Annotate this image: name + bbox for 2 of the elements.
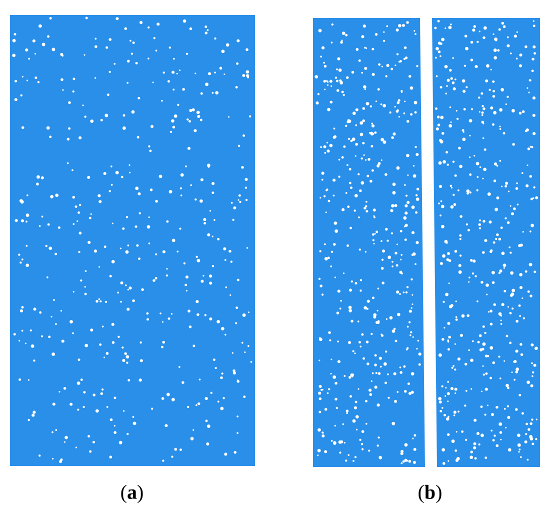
panel-label: (a) [121, 484, 143, 504]
panel-label: (b) [418, 484, 442, 504]
